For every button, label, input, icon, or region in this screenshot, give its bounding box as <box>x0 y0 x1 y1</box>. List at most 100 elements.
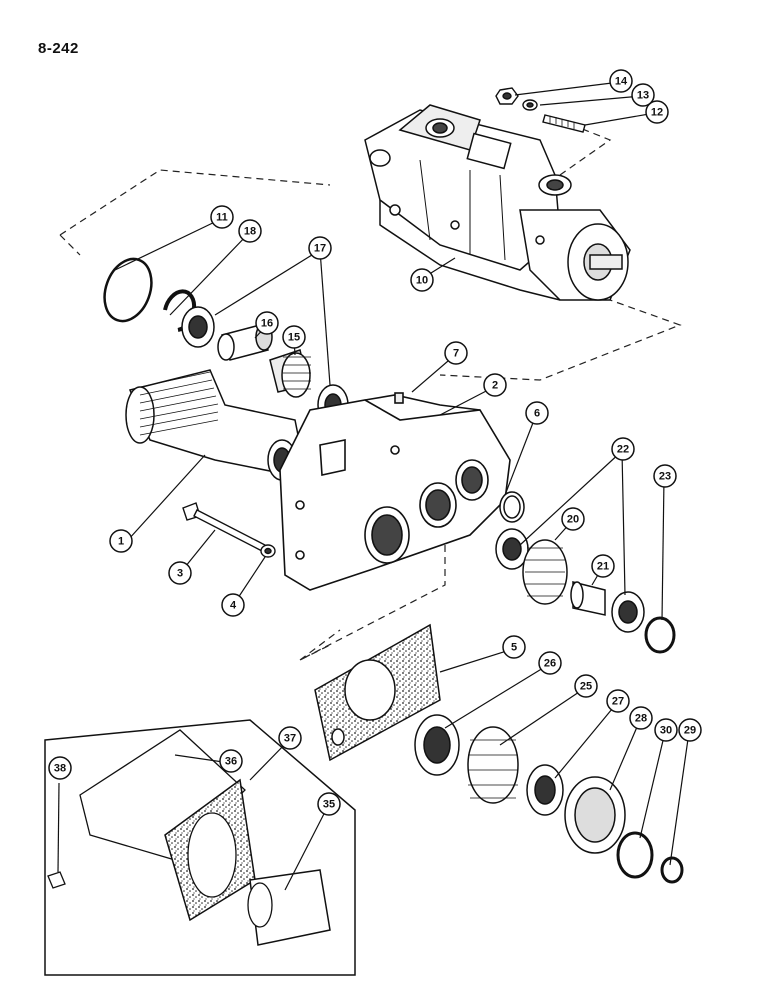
assembly-dashed-outlines <box>59 119 682 661</box>
callout-circle <box>282 325 306 349</box>
callout-circle <box>221 593 245 617</box>
callout-circle <box>631 83 655 107</box>
callout-group: 1234567101112131415161718202122232526272… <box>48 69 702 816</box>
callout-label: 2 <box>492 380 498 392</box>
callout-label: 14 <box>615 76 628 88</box>
callout-circle <box>308 236 332 260</box>
callout-23: 23 <box>653 464 677 488</box>
callout-29: 29 <box>678 718 702 742</box>
callout-circle <box>678 718 702 742</box>
callout-7: 7 <box>444 341 468 365</box>
callout-label: 26 <box>544 658 556 670</box>
callout-30: 30 <box>654 718 678 742</box>
callout-label: 12 <box>651 107 663 119</box>
callout-label: 38 <box>54 763 66 775</box>
callout-circle <box>444 341 468 365</box>
callout-16: 16 <box>255 311 279 335</box>
callout-circle <box>606 689 630 713</box>
callout-label: 13 <box>637 90 649 102</box>
callout-circle <box>483 373 507 397</box>
hydraulic-pump-assembly <box>364 104 631 301</box>
callout-5: 5 <box>502 635 526 659</box>
callout-2: 2 <box>483 373 507 397</box>
callout-label: 16 <box>261 318 273 330</box>
callout-label: 3 <box>177 568 183 580</box>
callout-37: 37 <box>278 726 302 750</box>
callout-circle <box>502 635 526 659</box>
o-ring <box>103 257 153 323</box>
bolt-and-washer <box>182 502 276 558</box>
callout-circle <box>317 792 341 816</box>
callout-12: 12 <box>645 100 669 124</box>
callout-1: 1 <box>109 529 133 553</box>
callout-label: 7 <box>453 348 459 360</box>
callout-circle <box>525 401 549 425</box>
callout-label: 5 <box>511 642 517 654</box>
callout-label: 1 <box>118 536 124 548</box>
input-shaft <box>125 369 301 481</box>
callout-circle <box>611 437 635 461</box>
callout-circle <box>645 100 669 124</box>
callout-15: 15 <box>282 325 306 349</box>
callout-label: 23 <box>659 471 671 483</box>
callout-circle <box>609 69 633 93</box>
callout-circle <box>629 706 653 730</box>
callout-26: 26 <box>538 651 562 675</box>
callout-28: 28 <box>629 706 653 730</box>
callout-circle <box>109 529 133 553</box>
callout-17: 17 <box>308 236 332 260</box>
page-number: 8-242 <box>38 40 79 57</box>
callout-25: 25 <box>574 674 598 698</box>
callout-11: 11 <box>210 205 234 229</box>
callout-label: 30 <box>660 725 672 737</box>
callout-3: 3 <box>168 561 192 585</box>
callout-label: 22 <box>617 444 629 456</box>
callout-label: 36 <box>225 756 237 768</box>
callout-6: 6 <box>525 401 549 425</box>
callout-label: 20 <box>567 514 579 526</box>
callout-label: 25 <box>580 681 592 693</box>
gasket <box>314 623 441 762</box>
callout-circle <box>278 726 302 750</box>
callout-10: 10 <box>410 268 434 292</box>
callout-circle <box>168 561 192 585</box>
callout-label: 15 <box>288 332 300 344</box>
callout-circle <box>48 756 72 780</box>
output-bearings-gear-seal <box>414 714 684 884</box>
callout-circle <box>654 718 678 742</box>
callout-20: 20 <box>561 507 585 531</box>
callout-label: 10 <box>416 275 428 287</box>
callout-label: 11 <box>216 212 228 224</box>
callout-label: 28 <box>635 713 647 725</box>
leader-lines <box>57 81 690 891</box>
callout-13: 13 <box>631 83 655 107</box>
callout-circle <box>653 464 677 488</box>
lower-bearings-gear-spacer <box>495 491 676 654</box>
callout-label: 29 <box>684 725 696 737</box>
callout-circle <box>210 205 234 229</box>
callout-label: 17 <box>314 243 326 255</box>
callout-label: 27 <box>612 696 624 708</box>
callout-circle <box>574 674 598 698</box>
callout-4: 4 <box>221 593 245 617</box>
callout-circle <box>538 651 562 675</box>
callout-label: 18 <box>244 226 256 238</box>
callout-label: 35 <box>323 799 335 811</box>
callout-35: 35 <box>317 792 341 816</box>
callout-label: 4 <box>230 600 237 612</box>
stud-washer-nut <box>495 87 586 133</box>
callout-circle <box>219 749 243 773</box>
callout-circle <box>591 554 615 578</box>
callout-21: 21 <box>591 554 615 578</box>
callout-label: 21 <box>597 561 609 573</box>
gear-housing <box>279 392 511 591</box>
callout-label: 6 <box>534 408 540 420</box>
callout-18: 18 <box>238 219 262 243</box>
callout-circle <box>561 507 585 531</box>
callout-label: 37 <box>284 733 296 745</box>
callout-circle <box>410 268 434 292</box>
callout-36: 36 <box>219 749 243 773</box>
inset-box <box>44 719 356 976</box>
